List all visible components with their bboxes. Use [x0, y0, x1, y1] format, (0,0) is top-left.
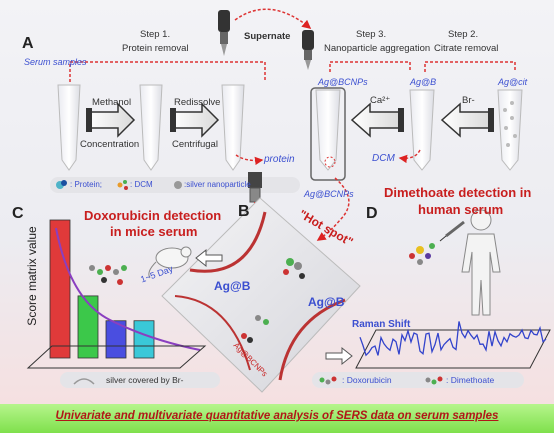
bar-4	[133, 320, 155, 359]
serum-samples-label: Serum samples	[24, 57, 87, 67]
panel-a-label: A	[22, 35, 34, 52]
silver-legend-icon	[174, 181, 182, 189]
score-chart	[49, 219, 201, 359]
step2-title: Citrate removal	[434, 43, 499, 54]
footer-text: Univariate and multivariate quantitative…	[55, 410, 499, 422]
aggregate-marker	[324, 156, 336, 168]
panel-d-title-line1: Dimethoate detection in	[384, 185, 532, 200]
legend-dimethoate: : Dimethoate	[446, 375, 495, 385]
step1-bracket	[69, 61, 266, 82]
mouse-icon	[148, 246, 192, 279]
molecule-cluster-b	[241, 258, 305, 343]
step2-bracket	[424, 61, 516, 72]
concentration-label: Concentration	[80, 139, 140, 150]
bar-3	[105, 320, 127, 359]
centrifugal-label: Centrifugal	[172, 139, 218, 150]
legend-strip-c	[60, 372, 220, 388]
br-label: Br-	[462, 95, 475, 106]
methanol-label: Methanol	[92, 97, 132, 108]
supernate-arrow	[234, 8, 312, 29]
legend-strip-d	[312, 372, 524, 388]
step1-number: Step 1.	[140, 29, 171, 40]
legend-doxorubicin: : Doxorubicin	[342, 375, 392, 385]
arrow-mouse-b	[195, 248, 223, 268]
arrow-methanol	[87, 102, 136, 138]
step2-number: Step 2.	[448, 29, 479, 40]
y-axis-label: Score matrix value	[25, 226, 39, 326]
panel-c-label: C	[12, 205, 24, 222]
footer-bar	[0, 404, 554, 433]
tube-agcit	[497, 89, 523, 171]
step3-title: Nanoparticle aggregation	[324, 43, 431, 54]
legend-silver: :silver nanoparticle	[184, 180, 251, 189]
panel-c-title-line2: in mice serum	[110, 224, 198, 239]
arrow-ca-base	[398, 108, 404, 132]
silver-covered-icon	[73, 378, 95, 385]
chart-plane	[26, 345, 207, 369]
protein-arrow	[235, 154, 264, 166]
transfer-arrow	[316, 177, 350, 241]
tube-agbcnps	[315, 89, 341, 171]
legend-protein: : Protein;	[70, 180, 103, 189]
dcm-arrow	[398, 149, 421, 164]
pipette-icon-left	[218, 10, 230, 56]
protein-legend-icon	[56, 180, 67, 189]
tube-agcit-label: Ag@cit	[498, 77, 528, 87]
silver-covered-legend: silver covered by Br-	[106, 375, 184, 385]
arrow-br-base	[488, 108, 494, 132]
agb-right-label: Ag@B	[308, 295, 345, 309]
decay-curve	[55, 227, 201, 351]
arrow-spectrum	[325, 346, 353, 366]
highlight-box	[310, 87, 346, 181]
tube-agb-label: Ag@B	[410, 77, 437, 87]
supernate-label: Supernate	[244, 31, 291, 42]
step3-bracket	[329, 61, 411, 72]
protein-label: protein	[264, 154, 295, 165]
tube-serum	[57, 84, 81, 171]
pipette-icon-right	[302, 30, 314, 70]
arrow-br	[440, 102, 491, 138]
arrow-redissolve	[171, 102, 220, 138]
tube-redissolve	[221, 84, 245, 171]
panel-c-title-line1: Doxorubicin detection	[84, 208, 222, 223]
arrow-methanol-base	[86, 108, 92, 132]
syringe-icon	[439, 220, 465, 242]
agb-left-label: Ag@B	[214, 279, 251, 293]
raman-spectrum	[359, 321, 547, 357]
redissolve-label: Redissolve	[174, 97, 221, 108]
bar-1	[49, 219, 71, 359]
panel-d-label: D	[366, 205, 378, 222]
human-icon	[461, 209, 501, 316]
tube-methanol	[139, 84, 163, 171]
arrow-redissolve-base	[170, 108, 176, 132]
tube-agbcnps-label: Ag@BCNPs	[318, 77, 368, 87]
bar-2	[77, 295, 99, 359]
panel-b-label: B	[238, 203, 250, 220]
dcm-legend-icon	[117, 180, 128, 190]
raman-shift-label: Raman Shift	[352, 319, 411, 330]
dox-legend-icon	[319, 376, 337, 385]
legend-dcm: : DCM	[130, 180, 153, 189]
panel-d-title-line2: human serum	[418, 202, 504, 217]
step3-number: Step 3.	[356, 29, 387, 40]
ca-label: Ca²⁺	[370, 95, 391, 106]
substrate-tile	[161, 197, 361, 393]
dcm-label: DCM	[372, 153, 395, 164]
dimethoate-molecule-d	[409, 243, 435, 265]
step1-title: Protein removal	[122, 43, 189, 54]
agbcnps-below-label: Ag@BCNPs	[304, 189, 354, 199]
tube-agb	[409, 89, 435, 171]
arrow-ca	[350, 102, 401, 138]
spectrum-plane	[355, 329, 551, 369]
doxorubicin-molecule-c	[89, 265, 127, 285]
dim-legend-icon	[425, 376, 443, 385]
